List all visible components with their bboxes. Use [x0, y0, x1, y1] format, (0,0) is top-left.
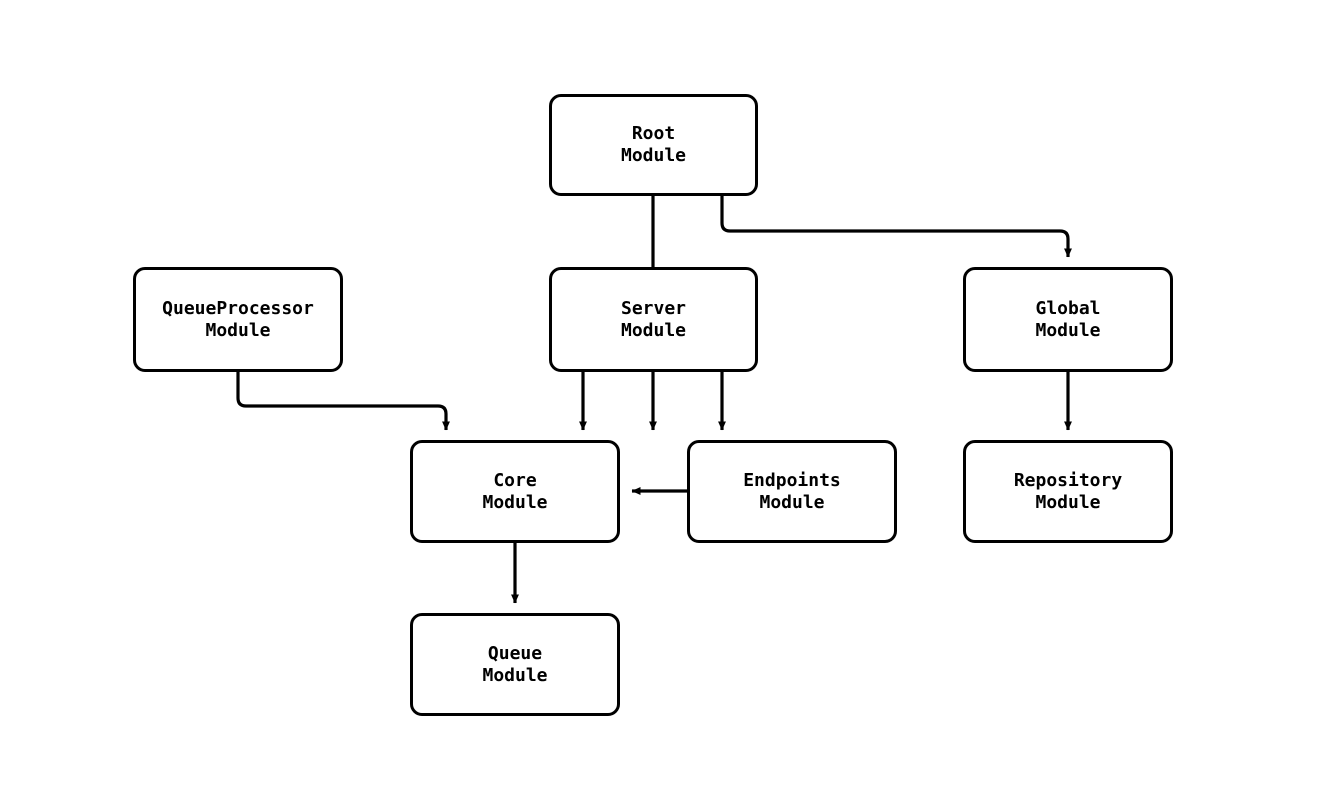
node-queue-module[interactable]: Queue Module [410, 613, 620, 716]
edge-root-to-global [720, 196, 1072, 258]
node-server-module-label-line2: Module [620, 319, 687, 341]
node-queueprocessor-module-label-line1: QueueProcessor [162, 297, 314, 319]
node-server-module-label-line1: Server [620, 297, 687, 319]
node-server-module[interactable]: Server Module [549, 267, 758, 372]
node-queueprocessor-module-label-line2: Module [205, 319, 271, 341]
node-endpoints-module-label-line1: Endpoints [743, 469, 841, 491]
node-global-module[interactable]: Global Module [963, 267, 1173, 372]
edge-queueprocessor-to-core [236, 372, 450, 431]
node-core-module[interactable]: Core Module [410, 440, 620, 543]
node-root-module[interactable]: Root Module [549, 94, 758, 196]
node-queue-module-label-line2: Module [482, 664, 548, 686]
node-repository-module[interactable]: Repository Module [963, 440, 1173, 543]
node-endpoints-module[interactable]: Endpoints Module [687, 440, 897, 543]
node-repository-module-label-line2: Module [1035, 491, 1101, 513]
node-core-module-label-line1: Core [493, 469, 537, 491]
node-global-module-label-line2: Module [1035, 319, 1101, 341]
node-global-module-label-line1: Global [1035, 297, 1101, 319]
node-queue-module-label-line1: Queue [487, 642, 543, 664]
node-queueprocessor-module[interactable]: QueueProcessor Module [133, 267, 343, 372]
node-root-module-label-line2: Module [620, 145, 687, 166]
node-repository-module-label-line1: Repository [1013, 469, 1123, 491]
node-endpoints-module-label-line2: Module [759, 491, 825, 513]
node-root-module-label-line1: Root [631, 123, 676, 144]
node-core-module-label-line2: Module [482, 491, 548, 513]
